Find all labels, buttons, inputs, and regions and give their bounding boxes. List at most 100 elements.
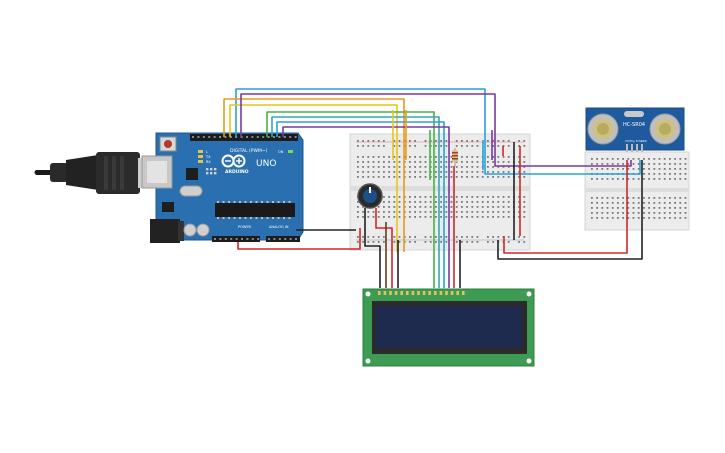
breadboard-hole: [518, 196, 520, 198]
breadboard-hole: [669, 212, 671, 214]
breadboard-hole: [632, 168, 635, 170]
breadboard-hole: [476, 196, 479, 198]
breadboard-hole: [393, 241, 396, 243]
ultrasonic-sensor[interactable]: HC-SR04 VCC Trig Echo GND: [585, 107, 685, 152]
breadboard-hole: [435, 166, 437, 168]
wire-purple2-d: [282, 126, 450, 288]
chip-leg: [261, 201, 263, 203]
breadboard-hole: [393, 171, 396, 173]
breadboard-hole: [492, 171, 494, 173]
breadboard-hole: [398, 211, 401, 213]
breadboard-hole: [679, 212, 682, 214]
breadboard-hole: [497, 196, 500, 198]
breadboard-hole: [669, 207, 671, 209]
breadboard-hole: [627, 178, 630, 180]
breadboard-hole: [445, 166, 448, 168]
breadboard-hole: [492, 216, 494, 218]
breadboard-hole: [445, 140, 448, 142]
breadboard-hole: [455, 140, 458, 142]
breadboard-hole: [393, 211, 396, 213]
breadboard-hole: [518, 145, 520, 147]
arduino-uno-board[interactable]: DIGITAL (PWM~) TX RX L ON ARDUINO UNO: [141, 132, 304, 243]
breadboard-hole: [674, 168, 676, 170]
breadboard-hole: [383, 171, 385, 173]
breadboard-hole: [502, 211, 505, 213]
breadboard-hole: [653, 197, 656, 199]
breadboard-hole: [367, 241, 370, 243]
breadboard-hole: [357, 216, 359, 218]
breadboard-hole: [357, 206, 359, 208]
breadboard-hole: [435, 236, 437, 238]
breadboard-hole: [367, 216, 370, 218]
breadboard-hole: [445, 171, 448, 173]
sensor-pin-gnd: GND: [641, 139, 647, 143]
wire-red-sensor: [503, 160, 628, 254]
breadboard-hole: [414, 241, 416, 243]
breadboard-hole: [674, 197, 676, 199]
breadboard-hole: [627, 202, 630, 204]
breadboard-hole: [502, 166, 505, 168]
icsp-pin: [214, 168, 217, 171]
lcd-display[interactable]: [362, 288, 535, 367]
breadboard-hole: [445, 161, 448, 163]
breadboard-hole: [414, 156, 416, 158]
lcd-pin: [383, 291, 387, 295]
breadboard-hole: [669, 197, 671, 199]
header-pin: [224, 238, 227, 240]
breadboard-hole: [414, 196, 416, 198]
breadboard-hole: [507, 216, 510, 218]
breadboard-hole: [497, 176, 500, 178]
breadboard-hole: [476, 176, 479, 178]
breadboard-hole: [362, 216, 364, 218]
power-label: POWER: [238, 225, 252, 229]
breadboard-hole: [523, 241, 526, 243]
chip-leg: [288, 201, 291, 203]
breadboard-hole: [471, 166, 474, 168]
on-led: [288, 150, 293, 153]
breadboard-hole: [424, 216, 427, 218]
breadboard-hole: [507, 171, 510, 173]
breadboard-hole: [383, 145, 385, 147]
breadboard-hole: [471, 156, 474, 158]
breadboard-hole: [653, 212, 656, 214]
breadboard-hole: [502, 140, 505, 142]
lcd-pin: [428, 291, 431, 295]
breadboard-hole: [393, 145, 396, 147]
breadboard-hole: [388, 201, 390, 203]
breadboard-hole: [492, 241, 494, 243]
breadboard-hole: [611, 207, 614, 209]
lcd-mount-hole: [526, 358, 532, 364]
wire-black-pot: [364, 208, 381, 288]
breadboard-hole: [429, 236, 432, 238]
breadboard-hole: [372, 140, 375, 142]
breadboard-hole: [466, 171, 468, 173]
breadboard-hole: [377, 156, 380, 158]
breadboard-hole: [606, 202, 609, 204]
breadboard-hole: [487, 201, 489, 203]
breadboard-hole: [617, 158, 619, 160]
header-pin: [241, 238, 243, 240]
breadboard-hole: [455, 211, 458, 213]
breadboard-hole: [601, 212, 604, 214]
breadboard-hole: [643, 173, 645, 175]
breadboard-hole: [461, 216, 463, 218]
model-label: UNO: [256, 159, 276, 169]
breadboard-hole: [648, 178, 650, 180]
sensor-pin-echo: Echo: [636, 139, 643, 143]
breadboard-hole: [502, 171, 505, 173]
breadboard-hole: [357, 145, 359, 147]
breadboard-hole: [492, 156, 494, 158]
reset-button[interactable]: [159, 136, 177, 152]
potentiometer[interactable]: [357, 183, 383, 209]
sensor-breadboard[interactable]: [584, 151, 690, 231]
breadboard-hole: [643, 178, 645, 180]
breadboard-hole: [632, 158, 635, 160]
breadboard-hole: [471, 176, 474, 178]
breadboard-hole: [487, 176, 489, 178]
breadboard-hole: [637, 197, 640, 199]
breadboard-hole: [596, 202, 598, 204]
lcd-pin: [456, 291, 459, 295]
breadboard-hole: [507, 161, 510, 163]
breadboard-hole: [455, 206, 458, 208]
breadboard-hole: [461, 201, 463, 203]
